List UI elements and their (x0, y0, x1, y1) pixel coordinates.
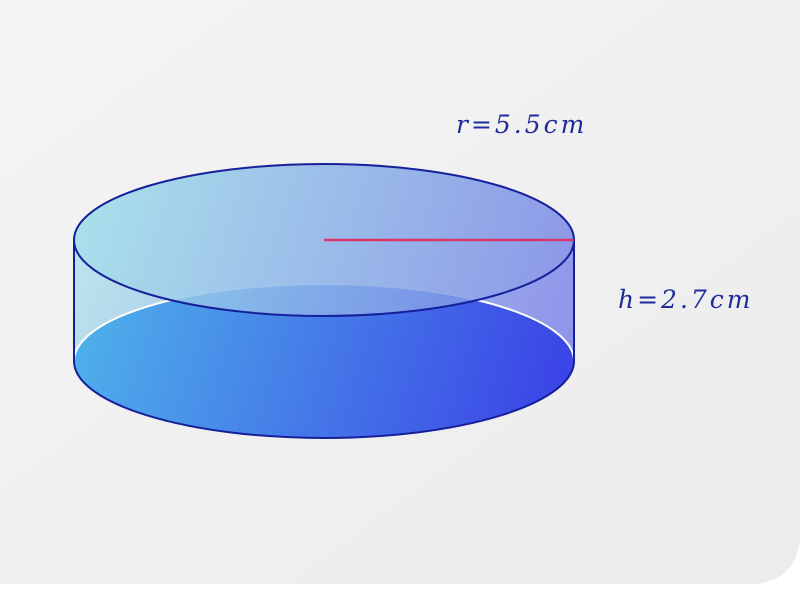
paper-curl-shadow (758, 540, 800, 600)
cylinder-bottom-base (74, 284, 574, 438)
radius-label: r=5.5cm (456, 110, 588, 139)
height-label: h=2.7cm (618, 285, 754, 314)
bottom-front-outline (73, 360, 575, 439)
